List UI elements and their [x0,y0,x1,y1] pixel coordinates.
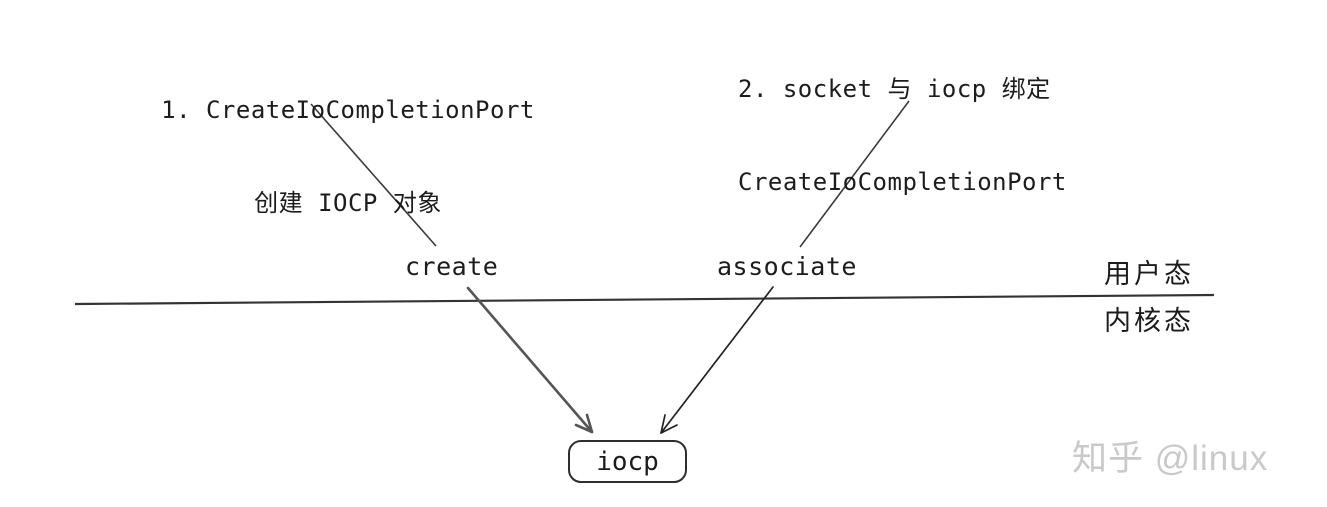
iocp-node-box: iocp [568,440,687,483]
user-mode-label: 用户态 [1104,259,1194,289]
note-create-iocp-line2: 创建 IOCP 对象 [254,189,442,217]
note-create-iocp-line1: 1. CreateIoCompletionPort [161,96,535,124]
note-associate-socket-line1: 2. socket 与 iocp 绑定 [738,75,1051,103]
create-arrow-shaft [466,286,594,434]
associate-arrow-shaft [660,286,774,434]
note-create-iocp: 1. CreateIoCompletionPort 创建 IOCP 对象 [150,33,546,281]
iocp-node-label: iocp [596,446,659,477]
note1-connector-line [310,103,437,247]
mode-boundary-line [74,293,1215,306]
associate-arrowhead [660,414,678,434]
create-arrowhead [574,413,594,434]
note-associate-socket-line2: CreateIoCompletionPort [738,168,1067,196]
zhihu-watermark: 知乎 @linux [1072,439,1269,478]
associate-label: associate [717,252,857,281]
kernel-mode-label: 内核态 [1104,306,1194,336]
associate-arrow [660,286,774,434]
create-label: create [405,252,499,281]
note-associate-socket: 2. socket 与 iocp 绑定 CreateIoCompletionPo… [738,12,1067,260]
create-arrow [466,286,594,434]
note2-connector-line [799,100,910,248]
